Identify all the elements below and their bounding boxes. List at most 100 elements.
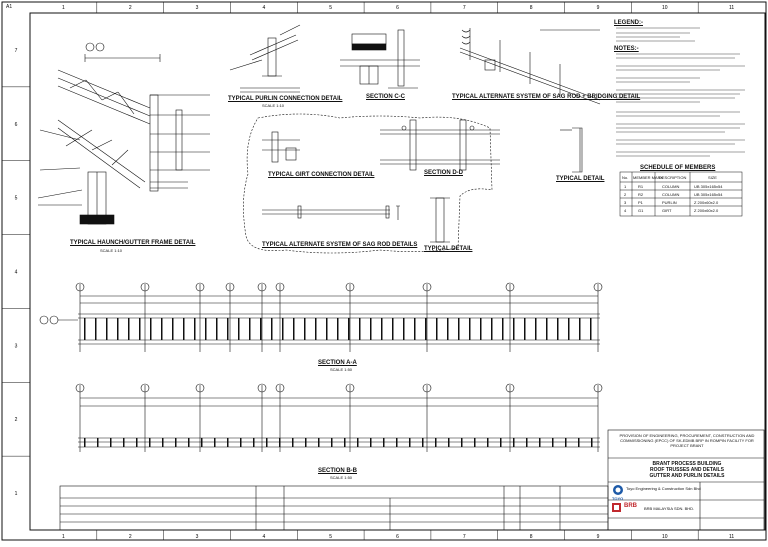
purlin-mark [435,438,437,447]
inner-border [29,12,766,531]
zone-column-label: 9 [597,5,600,11]
schedule-header-size: SIZE [708,175,717,180]
purlin-mark [552,438,554,447]
purlin-mark [590,318,592,340]
schedule-cell: 1 [624,184,627,189]
purlin-mark [344,438,346,447]
zone-column-label: 11 [729,534,734,540]
schedule-cell: R2 [638,192,644,197]
zone-column-label: 3 [196,534,199,540]
toyo-logo [613,485,623,495]
section-b-title: SECTION B-B [318,468,357,474]
purlin-mark [487,438,489,447]
purlin-mark [370,318,372,340]
purlin-mark [304,318,306,340]
purlin-mark [139,318,141,340]
schedule-header-description: DESCRIPTION [659,175,687,180]
schedule-cell: GIRT [662,208,672,213]
zone-column-label: 1 [62,5,65,11]
legend-title: LEGEND:- [614,20,643,26]
purlin-mark [260,318,262,340]
section-a-scale: SCALE 1:50 [330,367,353,372]
haunch-gutter-title: TYPICAL HAUNCH/GUTTER FRAME DETAIL [70,240,196,246]
sheet-corner-label: A1 [6,4,13,10]
purlin-connection-scale: SCALE 1:10 [262,103,285,108]
purlin-mark [422,438,424,447]
purlin-mark [305,438,307,447]
girt-connection-detail [243,113,493,254]
girt-connection-title: TYPICAL GIRT CONNECTION DETAIL [268,172,375,178]
schedule-cell: P1 [638,200,643,205]
purlin-mark [526,438,528,447]
zone-column-label: 10 [662,5,668,11]
purlin-mark [318,438,320,447]
toyo-wordmark: TOYO [612,496,624,501]
purlin-mark [292,438,294,447]
section-b-scale: SCALE 1:50 [330,475,353,480]
zone-column-label: 1 [62,534,65,540]
purlin-mark [172,318,174,340]
purlin-mark [370,438,372,447]
purlin-mark [128,318,130,340]
purlin-mark [383,438,385,447]
purlin-mark [513,318,515,340]
purlin-mark [396,438,398,447]
schedule-cell: R1 [638,184,644,189]
purlin-mark [271,318,273,340]
purlin-mark [205,318,207,340]
zone-column-label: 4 [262,5,265,11]
purlin-mark [535,318,537,340]
purlin-mark [524,318,526,340]
schedule-cell: G1 [638,208,644,213]
brb-description: BRB MALAYSIA SDN. BHD. [644,506,695,511]
schedule-cell: PURLIN [662,200,677,205]
purlin-mark [539,438,541,447]
zone-column-label: 11 [729,5,734,11]
brb-logo [612,503,621,512]
schedule-cell: Z 200x60x2.0 [694,208,719,213]
purlin-mark [448,438,450,447]
purlin-mark [436,318,438,340]
zone-column-label: 8 [530,534,533,540]
alt-sag-bridging-title: TYPICAL ALTERNATE SYSTEM OF SAG ROD + BR… [452,94,641,100]
purlin-marks-section-b [84,438,593,447]
purlin-mark [117,318,119,340]
purlin-mark [491,318,493,340]
zone-column-label: 5 [329,534,332,540]
purlin-mark [557,318,559,340]
purlin-mark [357,438,359,447]
schedule-table-grid [619,171,743,217]
purlin-mark [293,318,295,340]
section-c-detail [340,29,420,89]
purlin-mark [175,438,177,447]
purlin-mark [392,318,394,340]
purlin-mark [240,438,242,447]
purlin-mark [266,438,268,447]
section-b-elevation [75,383,603,452]
purlin-mark [591,438,593,447]
schedule-cell: 2 [624,192,627,197]
zone-column-label: 5 [329,5,332,11]
zone-row-label: 5 [15,196,18,202]
schedule-header-no: No. [622,175,629,180]
project-description: PROVISION OF ENGINEERING, PROCUREMENT, C… [619,433,755,448]
purlin-mark [469,318,471,340]
purlin-mark [578,438,580,447]
zone-column-label: 4 [262,534,265,540]
purlin-mark [162,438,164,447]
purlin-mark [461,438,463,447]
purlin-mark [425,318,427,340]
alternate-sag-rod-bridging-detail [459,28,601,105]
toyo-description: Toyo Engineering & Construction Sdn Bhd [626,486,701,491]
purlin-mark [579,318,581,340]
purlin-mark [282,318,284,340]
purlin-mark [227,438,229,447]
schedule-cell: Z 200x60x2.0 [694,200,719,205]
purlin-mark [326,318,328,340]
schedule-cell: COLUMN [662,192,680,197]
haunch-gutter-scale: SCALE 1:10 [100,248,123,253]
